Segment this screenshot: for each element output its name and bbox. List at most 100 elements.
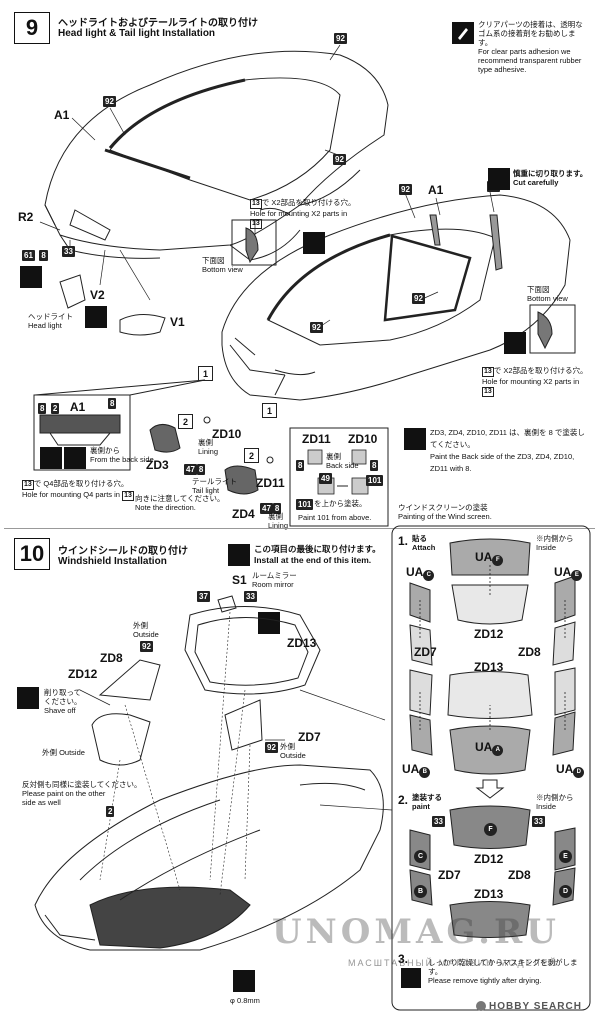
shave-icon bbox=[17, 687, 39, 709]
paint-icon bbox=[40, 447, 62, 469]
cut-carefully-note: 慎重に切り取ります。 Cut carefully bbox=[513, 169, 588, 187]
install-last-icon bbox=[228, 544, 250, 566]
color-92: 92 bbox=[310, 322, 323, 333]
ws-step3-note: しっかり乾燥してからマスキングを剥がします。 Please remove tig… bbox=[428, 958, 578, 985]
ws-inside-1: ※内側から Inside bbox=[536, 534, 574, 552]
mask-e: E bbox=[559, 845, 572, 863]
callout-2: 2 bbox=[178, 414, 193, 429]
color-8: 8 bbox=[370, 460, 379, 471]
color-92: 92 bbox=[103, 96, 116, 107]
ws-color-33-left: 33 bbox=[432, 816, 445, 827]
ws-step1-label: 貼る Attach bbox=[412, 534, 436, 552]
step-10-number: 10 bbox=[14, 538, 50, 570]
install-last-note: この項目の最後に取り付けます。 Install at the end of th… bbox=[254, 544, 381, 565]
callout-2b: 2 bbox=[244, 448, 259, 463]
part-a1: A1 bbox=[54, 108, 70, 122]
cut-icon-3 bbox=[504, 332, 526, 354]
lining-1: 裏側 Lining bbox=[198, 438, 219, 456]
color-92: 92 bbox=[140, 641, 153, 652]
color-92: 92 bbox=[265, 742, 278, 753]
cut-icon-4 bbox=[64, 447, 86, 469]
ws-zd13: ZD13 bbox=[474, 660, 504, 674]
callout-1b: 1 bbox=[262, 403, 277, 418]
step-divider bbox=[4, 528, 595, 529]
part-zd8: ZD8 bbox=[100, 651, 123, 665]
ws2-zd8: ZD8 bbox=[508, 868, 531, 882]
color-49: 49 bbox=[319, 473, 332, 484]
step-10-title-en: Windshield Installation bbox=[58, 556, 167, 567]
watermark-sub: МАСШТАБНЫЙ МАГАЗИН МОДЕЛЕЙ bbox=[348, 958, 558, 968]
color-92: 92 bbox=[333, 154, 346, 165]
bottom-view-left-label: 下面図 Bottom view bbox=[202, 256, 243, 274]
part-zd13: ZD13 bbox=[287, 636, 317, 650]
ws-step1-num: 1. bbox=[398, 534, 409, 548]
hobby-search-brand: HOBBY SEARCH bbox=[476, 1001, 582, 1012]
tail-light-label: テールライト Tail light bbox=[192, 477, 237, 495]
ws-zd8: ZD8 bbox=[518, 645, 541, 659]
cement-icon bbox=[85, 306, 107, 328]
ws2-zd7: ZD7 bbox=[438, 868, 461, 882]
cut-icon bbox=[488, 168, 510, 190]
mask-f: F bbox=[484, 818, 497, 836]
mirror-cement-icon bbox=[258, 612, 280, 634]
drill-icon bbox=[233, 970, 255, 992]
drill-size: φ 0.8mm bbox=[230, 996, 260, 1005]
step-9-number: 9 bbox=[14, 12, 50, 44]
ws2-zd13: ZD13 bbox=[474, 887, 504, 901]
part-zd3: ZD3 bbox=[146, 458, 169, 472]
color-37: 37 bbox=[197, 591, 210, 602]
ws-inside-2: ※内側から Inside bbox=[536, 793, 574, 811]
zd-paint-note: ZD3, ZD4, ZD10, ZD11 は、裏側を 8 で塗装してください。 … bbox=[430, 428, 585, 473]
color-33: 33 bbox=[244, 591, 257, 602]
glue-icon bbox=[452, 22, 474, 44]
mask-d: D bbox=[559, 880, 572, 898]
paint-note-icon bbox=[404, 428, 426, 450]
ws-step2-num: 2. bbox=[398, 793, 409, 807]
callout-1: 1 bbox=[198, 366, 213, 381]
outside-label-3: 外側 Outside bbox=[280, 742, 306, 760]
shave-note: 削り取って ください。 Shave off bbox=[44, 688, 82, 715]
part-zd10: ZD10 bbox=[212, 427, 242, 441]
ws-step2-label: 塗装する paint bbox=[412, 793, 442, 811]
ws-step3-num: 3. bbox=[398, 952, 409, 966]
mask-c: C bbox=[414, 845, 427, 863]
direction-note: 向きに注意してください。 Note the direction. bbox=[135, 494, 225, 512]
a1-panel-colors: 8 2 A1 bbox=[38, 400, 86, 414]
nose-glue-icon bbox=[20, 266, 42, 288]
windscreen-title: ウインドスクリーンの塗装 Painting of the Wind screen… bbox=[398, 503, 492, 521]
color-101: 101 bbox=[366, 475, 384, 486]
back-side-label: 裏側 Back side bbox=[326, 452, 359, 470]
box-zd11: ZD11 bbox=[302, 432, 331, 446]
watermark: UNOMAG.RU bbox=[272, 912, 560, 952]
headlight-label: ヘッドライト Head light bbox=[28, 312, 73, 330]
cut-icon-2 bbox=[303, 232, 325, 254]
bottom-view-right-label: 下面図 Bottom view bbox=[527, 285, 568, 303]
part-zd7: ZD7 bbox=[298, 730, 321, 744]
color-33: 33 bbox=[62, 246, 75, 257]
part-v1: V1 bbox=[170, 315, 185, 329]
dry-icon bbox=[401, 968, 421, 988]
color-92: 92 bbox=[399, 184, 412, 195]
part-zd12: ZD12 bbox=[68, 667, 98, 681]
ws2-zd12: ZD12 bbox=[474, 852, 504, 866]
ws-color-33-right: 33 bbox=[532, 816, 545, 827]
step-9-title-jp: ヘッドライトおよびテールライトの取り付け bbox=[58, 18, 258, 29]
color-8: 8 bbox=[296, 460, 305, 471]
